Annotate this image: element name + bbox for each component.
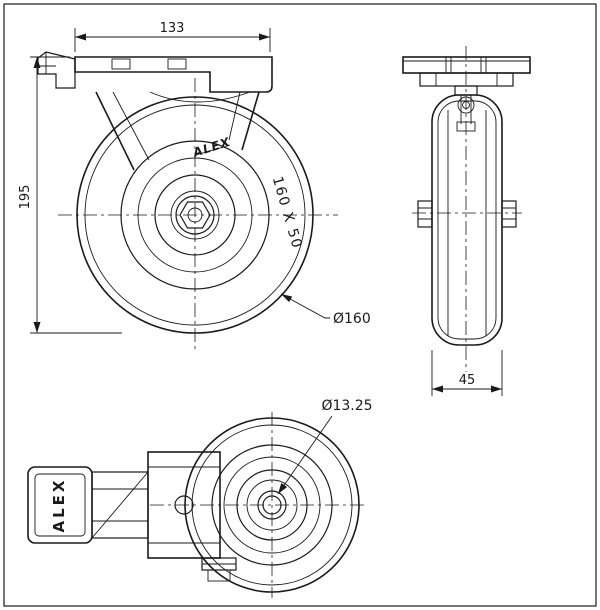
plan-swivel-housing bbox=[147, 451, 221, 559]
arrowhead bbox=[33, 322, 41, 333]
swivel-race-line bbox=[149, 91, 251, 103]
plan-pedal-linkage bbox=[91, 471, 149, 539]
front-top-plate bbox=[74, 56, 273, 103]
center-bolt-hole bbox=[262, 495, 282, 515]
arrowhead bbox=[278, 483, 288, 494]
sheet-border bbox=[3, 3, 597, 607]
dim-height-text: 195 bbox=[18, 185, 33, 210]
dim-side-width-text: 45 bbox=[459, 373, 476, 388]
dim-diameter-160: Ø160 bbox=[280, 293, 371, 327]
plan-brake-pedal: ALEX bbox=[27, 466, 93, 544]
front-fork bbox=[95, 91, 260, 171]
front-view: ALEX 160 X 50 133 195 Ø160 bbox=[18, 21, 371, 352]
dim-width-45: 45 bbox=[431, 350, 503, 396]
arrowhead bbox=[281, 294, 293, 303]
arrowhead bbox=[75, 33, 86, 41]
front-wheel bbox=[76, 96, 314, 334]
arrowhead bbox=[491, 385, 502, 393]
kingpin-nut bbox=[456, 121, 476, 132]
plate-bolt-hole bbox=[111, 58, 131, 70]
front-axle-nut bbox=[179, 201, 211, 229]
brand-text-pedal: ALEX bbox=[50, 478, 68, 533]
side-view: 45 bbox=[402, 46, 531, 396]
dim-hole-1325: Ø13.25 bbox=[277, 398, 373, 495]
wheel-size-label: 160 X 50 bbox=[269, 175, 305, 252]
dim-width-133: 133 bbox=[74, 21, 271, 52]
arrowhead bbox=[259, 33, 270, 41]
side-axle-bolts bbox=[417, 200, 517, 228]
plate-bolt-hole bbox=[167, 58, 187, 70]
plan-bottom-bolt bbox=[201, 557, 237, 582]
brand-logo-swoosh bbox=[195, 144, 231, 156]
side-top-plate bbox=[402, 56, 531, 74]
dim-hole-text: Ø13.25 bbox=[321, 398, 372, 414]
plan-wheel-rings bbox=[184, 417, 360, 593]
dim-height-195: 195 bbox=[18, 56, 122, 334]
brand-logo-front: ALEX bbox=[190, 135, 232, 160]
housing-hole bbox=[174, 495, 194, 515]
dim-diameter-text: Ø160 bbox=[333, 311, 371, 327]
side-wheel bbox=[431, 94, 503, 346]
plan-view: ALEX bbox=[27, 398, 373, 598]
dim-width-text: 133 bbox=[160, 21, 185, 36]
arrowhead bbox=[432, 385, 443, 393]
front-brake-lever bbox=[37, 51, 76, 89]
arrowhead bbox=[33, 57, 41, 68]
side-swivel-housing bbox=[419, 72, 514, 87]
plate-bolt-ticks bbox=[445, 57, 487, 73]
